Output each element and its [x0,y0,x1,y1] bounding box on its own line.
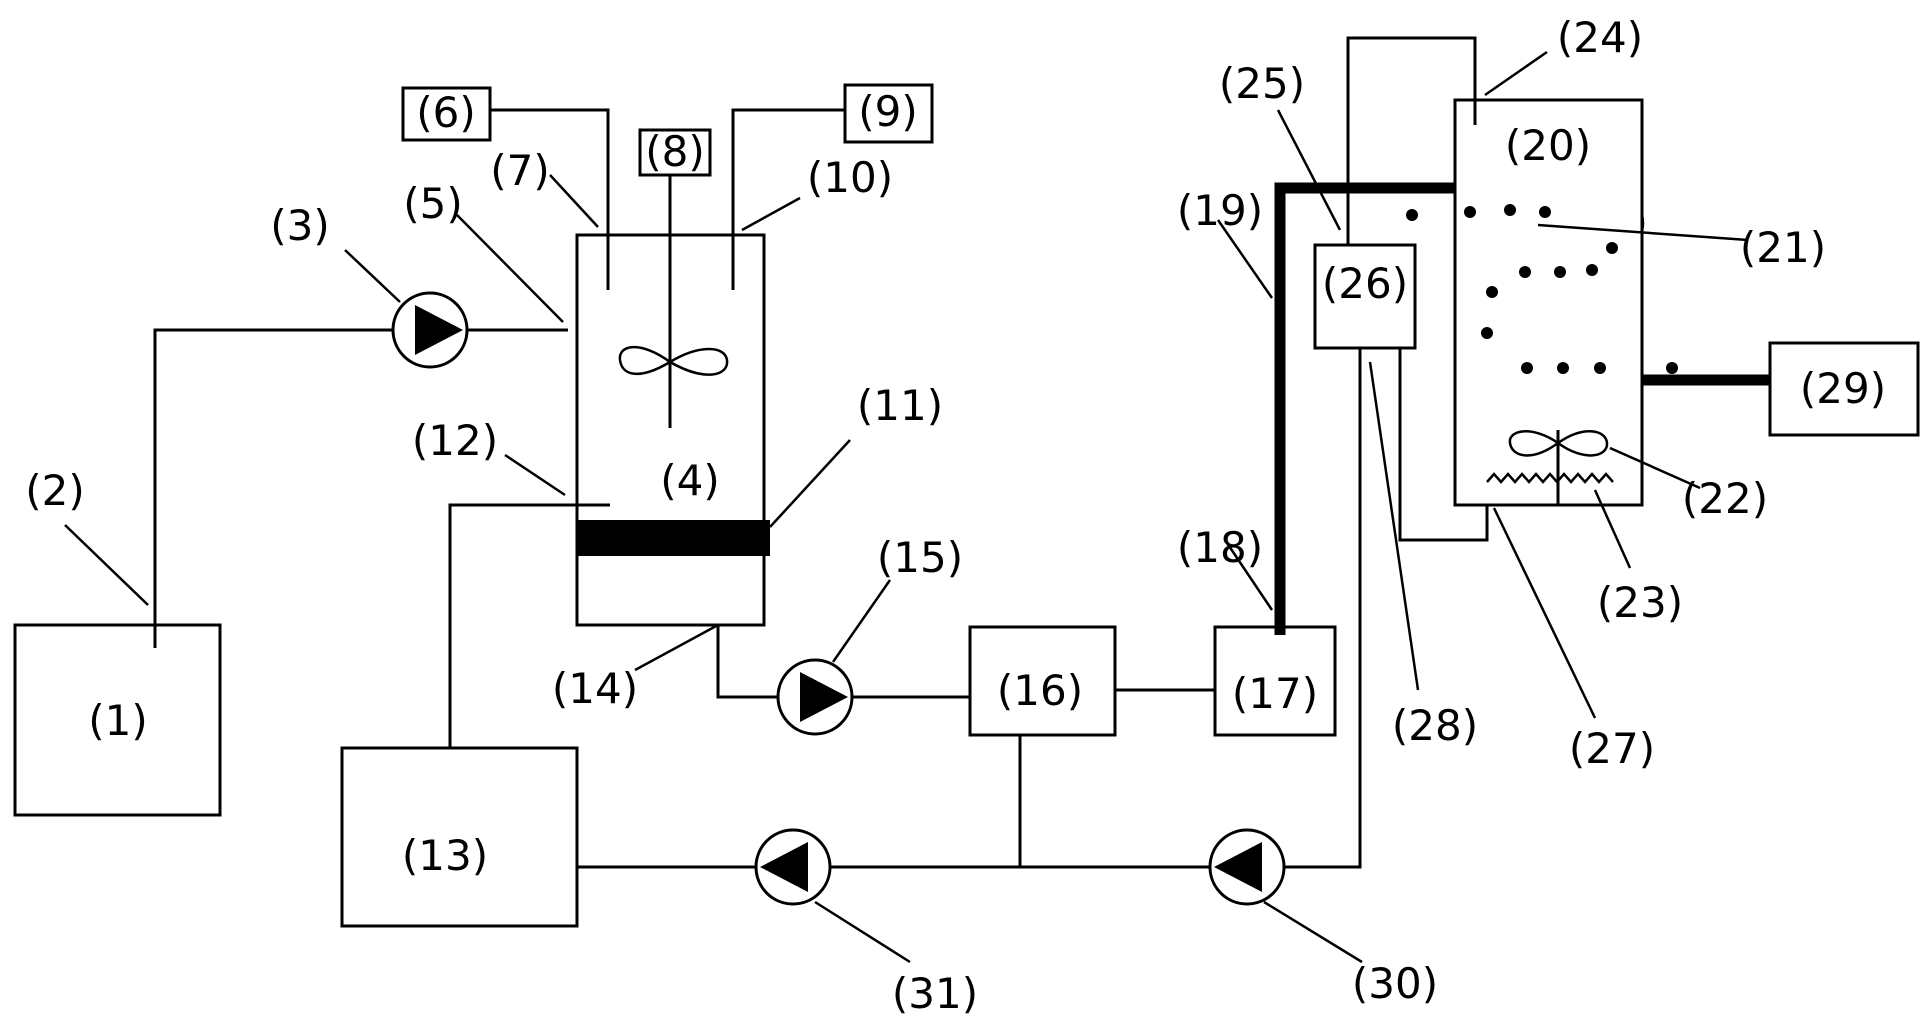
line-12-to-13 [448,503,610,748]
label-7: (7) [490,146,550,195]
label-9: (9) [858,87,918,136]
label-26: (26) [1322,259,1408,308]
leader-14 [634,623,719,672]
leader-12 [504,453,566,497]
label-19: (19) [1177,186,1263,235]
leader-11 [769,439,851,528]
label-10: (10) [807,153,893,202]
leader-2 [64,524,149,606]
label-25: (25) [1219,59,1305,108]
label-16: (16) [997,666,1083,715]
pump-31-icon [754,828,832,906]
leader-21 [1537,223,1749,242]
label-17: (17) [1232,669,1318,718]
box-9 [843,83,934,144]
leader-31 [814,900,911,964]
label-20: (20) [1505,121,1591,170]
leader-18 [1223,539,1274,611]
label-28: (28) [1392,701,1478,750]
label-4: (4) [660,456,720,505]
line-24-to-26 [1346,36,1477,245]
label-2: (2) [25,466,85,515]
leader-5 [456,214,564,323]
label-6: (6) [416,88,476,137]
box-26 [1313,243,1417,350]
label-13: (13) [402,831,488,880]
leader-7 [549,174,599,228]
line-27-to-26 [1398,348,1489,542]
box-13 [340,746,579,928]
probe-line-10 [731,108,845,290]
box-16 [968,625,1117,737]
label-12: (12) [412,416,498,465]
label-15: (15) [877,533,963,582]
label-23: (23) [1597,578,1683,627]
pump-30-icon [1208,828,1286,906]
label-5: (5) [403,179,463,228]
label-30: (30) [1352,959,1438,1008]
box-8 [638,128,712,177]
feed-line [153,328,393,648]
label-24: (24) [1557,13,1643,62]
label-1: (1) [88,696,148,745]
label-29: (29) [1800,364,1886,413]
pump-15-icon [776,658,854,736]
label-8: (8) [645,127,705,176]
leader-3 [344,249,401,303]
heater-23-icon [1486,472,1614,484]
leader-19 [1216,219,1274,299]
leader-15 [831,579,892,663]
label-27: (27) [1569,724,1655,773]
box-6 [401,86,492,142]
label-18: (18) [1177,523,1263,572]
membrane-11 [577,520,770,556]
box-1-tank [13,623,222,817]
label-31: (31) [892,969,978,1018]
label-22: (22) [1682,474,1768,523]
label-14: (14) [552,664,638,713]
label-21: (21) [1740,223,1826,272]
leader-23 [1593,489,1632,569]
leader-10 [741,196,801,232]
box-29 [1768,341,1920,437]
leader-28 [1368,361,1420,691]
label-11: (11) [857,381,943,430]
stirrer-22-icon [1508,430,1609,505]
leader-25 [1276,109,1342,231]
label-3: (3) [270,201,330,250]
leader-27 [1492,507,1597,719]
line-14-to-pump-15 [716,625,778,699]
bubbles-21 [1406,204,1678,374]
leader-30 [1263,900,1363,964]
line-pump-30-to-26 [1284,348,1362,869]
stirrer-icon [618,175,729,428]
probe-line-7 [490,108,610,290]
leader-24 [1484,50,1548,97]
leader-22 [1609,446,1701,490]
pump-3-icon [391,291,469,369]
